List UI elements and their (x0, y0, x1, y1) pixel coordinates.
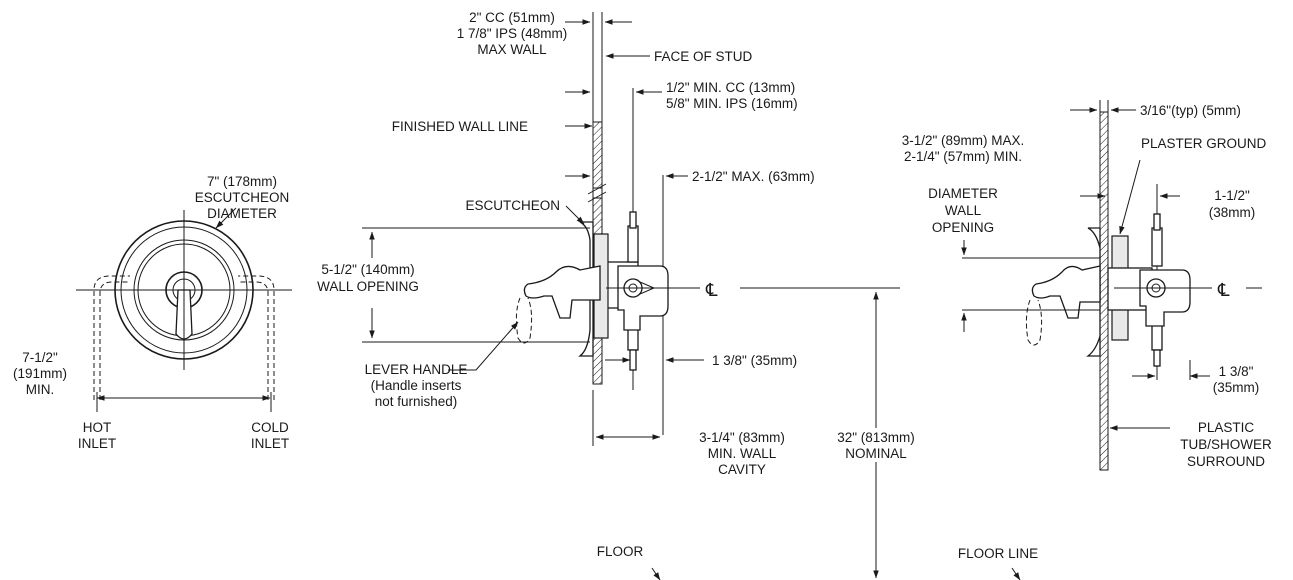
floor-line-label: FLOOR LINE (958, 546, 1038, 561)
lever-handle-label-1: LEVER HANDLE (365, 362, 468, 377)
lever-handle-label-2: (Handle inserts (371, 378, 462, 393)
max-wall-label-1: 2" CC (51mm) (469, 10, 555, 25)
cavity-label-1: 3-1/4" (83mm) (699, 430, 785, 445)
height-label-1: 32" (813mm) (837, 430, 915, 445)
max-depth-label: 2-1/2" MAX. (63mm) (692, 169, 815, 184)
one-half-label-1: 1-1/2" (1214, 188, 1250, 203)
plaster-ground-label: PLASTER GROUND (1141, 136, 1267, 151)
right-centerline-label: ℄ (1217, 280, 1230, 300)
face-of-stud-label: FACE OF STUD (654, 49, 753, 64)
surround-label-3: SURROUND (1187, 454, 1265, 469)
inlet-spacing-label-1: 7-1/2" (22, 350, 58, 365)
wall-opening-label-2: WALL OPENING (317, 279, 419, 294)
centerline-label: ℄ (705, 280, 718, 300)
side-view-left: 2" CC (51mm) 1 7/8" IPS (48mm) MAX WALL … (317, 10, 900, 580)
wall-opening-label-1: 5-1/2" (140mm) (321, 262, 414, 277)
escutcheon-diameter-label-2: ESCUTCHEON (195, 190, 290, 205)
cold-inlet-label-2: INLET (251, 436, 289, 451)
inlet-spacing-label-2: (191mm) (13, 366, 67, 381)
hot-inlet-label-1: HOT (83, 420, 112, 435)
height-label-2: NOMINAL (845, 446, 907, 461)
floor-label: FLOOR (597, 544, 644, 559)
diameter-label-2: WALL (945, 203, 982, 218)
min-depth-label-1: 1/2" MIN. CC (13mm) (666, 80, 795, 95)
diameter-label-3: OPENING (932, 220, 994, 235)
height-dimension: 32" (813mm) NOMINAL (820, 291, 932, 579)
surround-label-2: TUB/SHOWER (1180, 437, 1272, 452)
side-view-right: 3/16"(typ) (5mm) 3-1/2" (89mm) MAX. 2-1/… (902, 100, 1272, 580)
escutcheon-diameter-label-1: 7" (178mm) (207, 174, 277, 189)
right-one-three-eighths-label-2: (35mm) (1213, 380, 1260, 395)
diameter-label-1: DIAMETER (928, 186, 998, 201)
lever-handle-label-3: not furnished) (375, 394, 458, 409)
finished-wall-label: FINISHED WALL LINE (392, 119, 528, 134)
front-view-pipes (93, 275, 275, 400)
typ-label: 3/16"(typ) (5mm) (1140, 103, 1241, 118)
max-wall-label-2: 1 7/8" IPS (48mm) (457, 26, 568, 41)
right-one-three-eighths-label-1: 1 3/8" (1219, 364, 1254, 379)
one-three-eighths-label: 1 3/8" (35mm) (712, 353, 797, 368)
cavity-label-3: CAVITY (718, 462, 766, 477)
cavity-label-2: MIN. WALL (708, 446, 777, 461)
escutcheon-diameter-label-3: DIAMETER (207, 206, 277, 221)
one-half-label-2: (38mm) (1209, 205, 1256, 220)
opening-label-1: 3-1/2" (89mm) MAX. (902, 133, 1025, 148)
finished-wall-upper (592, 121, 603, 189)
front-view: 7" (178mm) ESCUTCHEON DIAMETER 7-1/2" (1… (13, 174, 292, 451)
inlet-spacing-label-3: MIN. (26, 382, 55, 397)
cold-inlet-label-1: COLD (251, 420, 289, 435)
escutcheon-label: ESCUTCHEON (465, 198, 560, 213)
hot-inlet-label-2: INLET (78, 436, 116, 451)
surround-label-1: PLASTIC (1198, 420, 1255, 435)
surround-wall (1099, 111, 1109, 471)
min-depth-label-2: 5/8" MIN. IPS (16mm) (666, 96, 798, 111)
opening-label-2: 2-1/4" (57mm) MIN. (904, 149, 1022, 164)
max-wall-label-3: MAX WALL (477, 42, 547, 57)
